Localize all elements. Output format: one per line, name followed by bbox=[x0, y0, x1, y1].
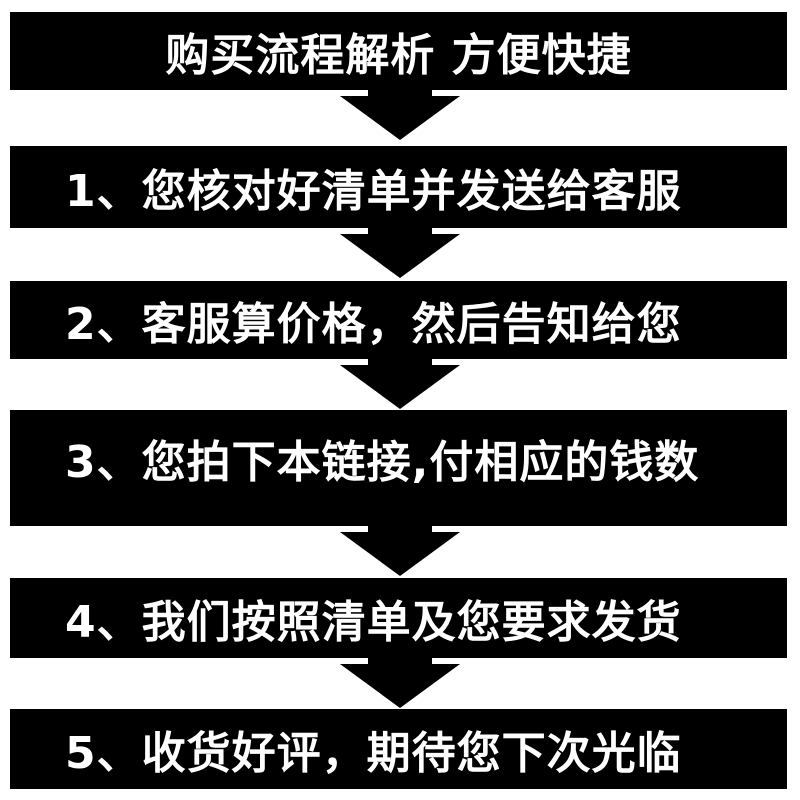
connector-stem bbox=[368, 90, 432, 96]
connector-stem bbox=[368, 526, 432, 532]
step-5-box: 5、收货好评，期待您下次光临 bbox=[10, 709, 787, 789]
step-1-box: 1、您核对好清单并发送给客服 bbox=[10, 146, 787, 228]
down-arrow-icon bbox=[340, 96, 460, 140]
flow-title: 购买流程解析 方便快捷 bbox=[165, 30, 632, 81]
step-3-label: 3、您拍下本链接,付相应的钱数 bbox=[65, 437, 700, 488]
step-5-label: 5、收货好评，期待您下次光临 bbox=[65, 728, 682, 779]
step-1-label: 1、您核对好清单并发送给客服 bbox=[65, 166, 682, 217]
down-arrow-icon bbox=[340, 234, 460, 278]
step-2-label: 2、客服算价格，然后告知给您 bbox=[65, 299, 682, 350]
step-4-label: 4、我们按照清单及您要求发货 bbox=[65, 597, 682, 648]
connector-stem bbox=[368, 658, 432, 664]
flow-title-box: 购买流程解析 方便快捷 bbox=[10, 12, 787, 90]
step-4-box: 4、我们按照清单及您要求发货 bbox=[10, 578, 787, 658]
connector-stem bbox=[368, 228, 432, 234]
step-3-box: 3、您拍下本链接,付相应的钱数 bbox=[10, 410, 787, 526]
connector-stem bbox=[368, 359, 432, 365]
down-arrow-icon bbox=[340, 664, 460, 708]
down-arrow-icon bbox=[340, 532, 460, 576]
down-arrow-icon bbox=[340, 365, 460, 409]
step-2-box: 2、客服算价格，然后告知给您 bbox=[10, 281, 787, 359]
